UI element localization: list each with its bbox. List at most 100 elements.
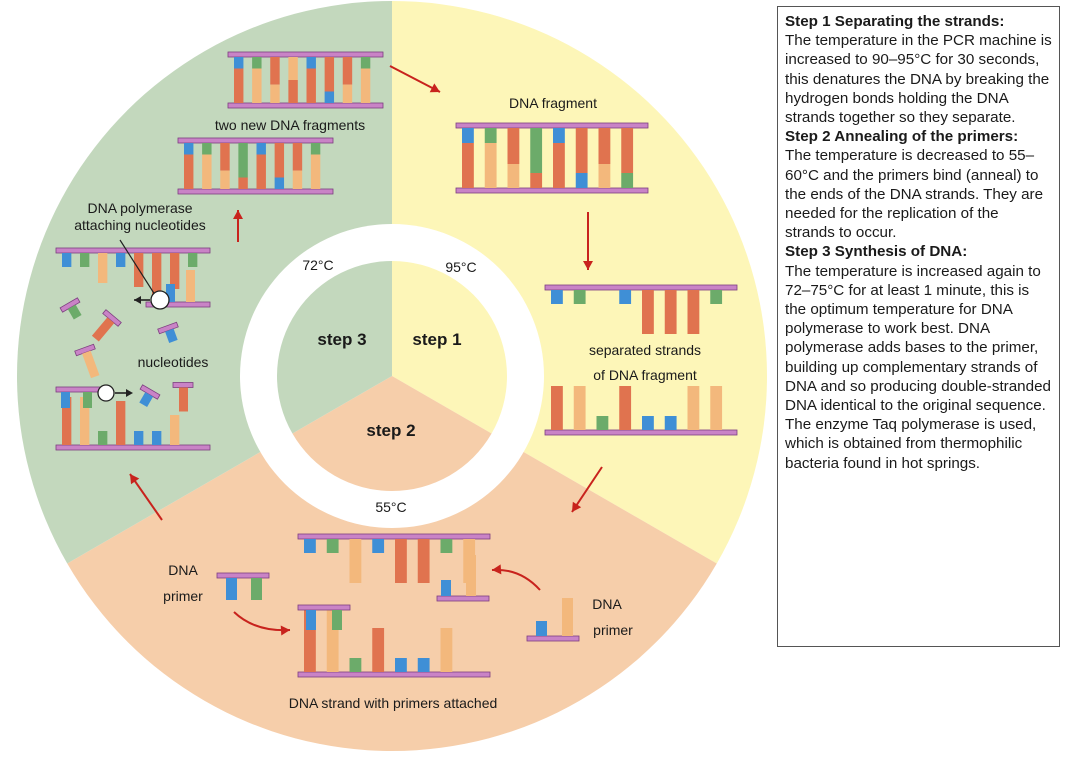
arrow-to-step1-head bbox=[429, 83, 440, 93]
new-fragment-2-base-top bbox=[292, 143, 303, 171]
new-fragment-1-base-bottom bbox=[252, 68, 262, 103]
new-fragment-2-base-bottom bbox=[256, 154, 266, 189]
anneal-primer-right-backbone bbox=[436, 595, 490, 602]
new-fragment-1-top-backbone bbox=[227, 51, 384, 58]
synth-bottom-backbone bbox=[55, 444, 211, 451]
dna-fragment-base-bottom bbox=[507, 164, 520, 188]
label-separated-strands: separated strands bbox=[589, 342, 701, 358]
synth-top-base bbox=[80, 253, 90, 267]
label-nucleotides: nucleotides bbox=[138, 354, 209, 370]
anneal-bottom-base bbox=[372, 628, 385, 672]
label-dna-primer-right-2: primer bbox=[593, 622, 633, 638]
synth-bottom-base bbox=[152, 431, 162, 445]
separated-top-base bbox=[710, 290, 723, 304]
anneal-top-base bbox=[326, 539, 339, 553]
separated-top-base bbox=[551, 290, 563, 304]
new-fragment-1-bottom-backbone bbox=[227, 102, 384, 109]
synth-bottom-base bbox=[116, 401, 126, 445]
dna-fragment-base-bottom bbox=[621, 173, 634, 188]
anneal-primer-left-backbone bbox=[297, 604, 351, 611]
anneal-primer-base bbox=[441, 580, 451, 596]
new-fragment-1-base-top bbox=[234, 57, 244, 69]
label-dna-fragment: DNA fragment bbox=[509, 95, 597, 111]
dna-fragment-base-top bbox=[575, 128, 588, 173]
step2-text: The temperature is decreased to 55–60°C … bbox=[785, 147, 1044, 242]
anneal-bottom-base bbox=[304, 610, 316, 672]
synth-bottom-base bbox=[80, 397, 90, 445]
arrow-to-step2-head bbox=[572, 501, 582, 512]
new-fragment-1-base-bottom bbox=[234, 68, 244, 103]
anneal-top-base bbox=[417, 539, 430, 583]
dna-fragment-base-top bbox=[462, 128, 474, 143]
new-fragment-2-base-bottom bbox=[238, 177, 248, 189]
dna-fragment-base-bottom bbox=[598, 164, 611, 188]
dna-fragment-base-bottom bbox=[575, 173, 588, 188]
anneal-top-base bbox=[349, 539, 362, 583]
new-fragment-2-base-top bbox=[256, 143, 266, 155]
arrow-to-step3-head bbox=[130, 474, 140, 485]
new-fragment-2-top-backbone bbox=[177, 137, 334, 144]
new-fragment-1-base-top bbox=[252, 57, 262, 69]
free-nucleotide bbox=[139, 384, 161, 408]
separated-top-base bbox=[664, 290, 677, 334]
synth-bottom-new-base bbox=[83, 392, 92, 408]
new-fragment-1-base-bottom bbox=[342, 84, 353, 103]
step1-text: The temperature in the PCR machine is in… bbox=[785, 32, 1052, 127]
step3-text: The temperature is increased again to 72… bbox=[785, 262, 1051, 472]
anneal-top-backbone bbox=[297, 533, 491, 540]
anneal-bottom-base bbox=[417, 658, 430, 672]
arrow-to-separated-head bbox=[583, 261, 593, 270]
synth-top-base bbox=[98, 253, 108, 283]
step3-section: Step 3 Synthesis of DNA: The temperature… bbox=[785, 242, 1052, 472]
anneal-primer-base bbox=[306, 610, 316, 630]
separated-bottom-base bbox=[710, 386, 723, 430]
free-primer-right-backbone bbox=[526, 635, 580, 642]
separated-top-base bbox=[687, 290, 700, 334]
new-fragment-2-base-top bbox=[238, 143, 248, 178]
free-primer-right-base bbox=[536, 621, 547, 636]
new-fragment-2-base-top bbox=[202, 143, 212, 155]
new-fragment-1-base-bottom bbox=[288, 80, 298, 103]
separated-top-base bbox=[619, 290, 632, 304]
cycle-arrows bbox=[129, 65, 603, 636]
arrow-to-new-fragments-head bbox=[233, 210, 243, 219]
new-fragment-1-base-top bbox=[360, 57, 371, 69]
anneal-primer-base bbox=[332, 610, 342, 630]
step1-heading: Step 1 Separating the strands: bbox=[785, 13, 1005, 30]
label-step-2: step 2 bbox=[366, 421, 415, 440]
separated-bottom-base bbox=[664, 416, 677, 430]
free-nucleotide bbox=[91, 309, 122, 342]
new-fragment-2-base-top bbox=[184, 143, 194, 155]
synth-top-new-backbone bbox=[145, 301, 211, 308]
separated-bottom-backbone bbox=[544, 429, 738, 436]
dna-fragment-base-bottom bbox=[462, 143, 474, 188]
dna-fragment-base-top bbox=[530, 128, 543, 173]
dna-fragment-base-top bbox=[598, 128, 611, 164]
inner-sector-step1 bbox=[392, 261, 507, 434]
label-temp-72: 72°C bbox=[302, 257, 333, 273]
new-fragment-2-base-bottom bbox=[184, 154, 194, 189]
anneal-bottom-base bbox=[395, 658, 407, 672]
anneal-bottom-base bbox=[349, 658, 362, 672]
new-fragment-1-base-top bbox=[324, 57, 335, 92]
synth-bottom-new-backbone bbox=[55, 386, 105, 393]
new-fragment-2-base-bottom bbox=[310, 154, 321, 189]
new-fragment-1-base-bottom bbox=[324, 91, 335, 103]
synth-top-new-base bbox=[166, 284, 175, 302]
new-fragment-2-base-top bbox=[220, 143, 230, 171]
separated-bottom-base bbox=[551, 386, 563, 430]
synth-bottom-base bbox=[134, 431, 144, 445]
explanation-panel: Step 1 Separating the strands: The tempe… bbox=[777, 6, 1060, 647]
free-nucleotide bbox=[74, 343, 100, 379]
inner-sector-step2 bbox=[292, 376, 492, 491]
separated-bottom-base bbox=[642, 416, 654, 430]
new-fragment-2-bottom-backbone bbox=[177, 188, 334, 195]
label-two-new-dna-fragments: two new DNA fragments bbox=[215, 117, 365, 133]
label-dna-primer-right-1: DNA bbox=[592, 596, 622, 612]
new-fragment-1-base-top bbox=[342, 57, 353, 85]
new-fragment-1-base-bottom bbox=[360, 68, 371, 103]
label-step-3: step 3 bbox=[317, 330, 366, 349]
label-dna-primer-left-2: primer bbox=[163, 588, 203, 604]
step3-heading: Step 3 Synthesis of DNA: bbox=[785, 243, 968, 261]
synth-top-base bbox=[62, 253, 72, 267]
